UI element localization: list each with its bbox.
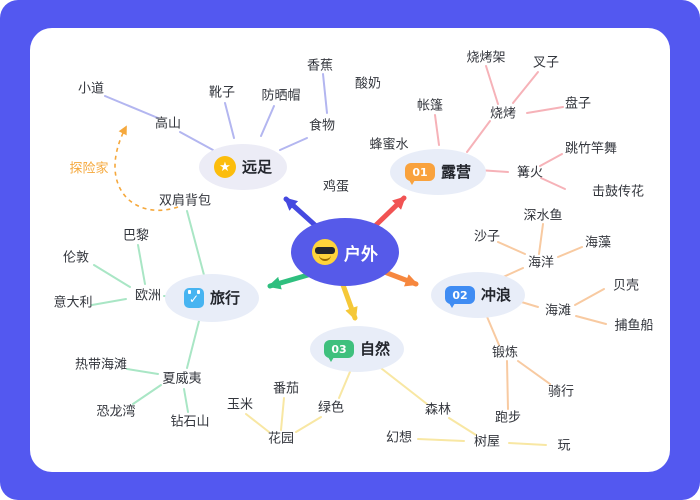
node-sand[interactable]: 沙子 <box>473 229 501 245</box>
arrow-to-camping <box>373 195 407 228</box>
arrow-to-hiking <box>283 196 319 229</box>
badge-01: 01 <box>404 163 435 185</box>
topic-node-hiking[interactable]: 远足 <box>199 144 287 190</box>
node-bbq[interactable]: 烧烤 <box>489 106 517 122</box>
node-food[interactable]: 食物 <box>308 118 336 134</box>
topic-label-camping: 露营 <box>440 162 471 181</box>
node-exercise[interactable]: 锻炼 <box>491 345 519 361</box>
relationship-label-explorer[interactable]: 探险家 <box>69 161 109 177</box>
surfing-branch-lines <box>484 223 607 410</box>
node-tomato[interactable]: 番茄 <box>272 381 300 397</box>
node-paris[interactable]: 巴黎 <box>122 228 150 244</box>
star-icon <box>213 156 236 178</box>
node-egg[interactable]: 鸡蛋 <box>322 179 350 195</box>
node-seaweed[interactable]: 海藻 <box>584 235 612 251</box>
arrow-to-surfing <box>379 268 419 287</box>
node-cycling[interactable]: 骑行 <box>547 384 575 400</box>
sunglasses-emoji-icon <box>312 239 338 265</box>
badge-03: 03 <box>323 340 354 362</box>
node-mountain[interactable]: 高山 <box>154 116 182 132</box>
root-label: 户外 <box>344 244 378 265</box>
hiking-branch-lines <box>104 73 328 151</box>
node-sunhat[interactable]: 防晒帽 <box>261 88 301 104</box>
node-london[interactable]: 伦敦 <box>62 250 90 266</box>
node-treehouse[interactable]: 树屋 <box>473 434 501 450</box>
node-bamboo-dance[interactable]: 跳竹竿舞 <box>564 141 618 157</box>
topic-node-nature[interactable]: 03 自然 <box>310 326 404 372</box>
node-fork[interactable]: 叉子 <box>532 55 560 71</box>
calendar-check-icon <box>183 288 204 308</box>
node-hawaii[interactable]: 夏威夷 <box>162 371 202 387</box>
root-arrows <box>267 195 419 321</box>
mindmap-links <box>91 65 607 446</box>
node-deep-sea-fish[interactable]: 深水鱼 <box>523 208 563 224</box>
node-boots[interactable]: 靴子 <box>208 85 236 101</box>
topic-label-surfing: 冲浪 <box>480 285 511 304</box>
node-beach[interactable]: 海滩 <box>544 303 572 319</box>
mindmap-canvas[interactable]: 小道 高山 靴子 防晒帽 香蕉 食物 探险家 酸奶 蜂蜜水 鸡蛋 帐篷 烧烤架 … <box>30 28 670 472</box>
topic-label-hiking: 远足 <box>241 157 272 176</box>
relationship-curve[interactable] <box>114 125 179 212</box>
node-trail[interactable]: 小道 <box>77 81 105 97</box>
node-italy[interactable]: 意大利 <box>53 295 93 311</box>
node-forest[interactable]: 森林 <box>424 402 452 418</box>
travel-branch-lines <box>91 210 205 413</box>
node-ocean[interactable]: 海洋 <box>527 255 555 271</box>
node-running[interactable]: 跑步 <box>494 410 522 426</box>
node-yogurt[interactable]: 酸奶 <box>354 76 382 92</box>
badge-02: 02 <box>444 286 475 308</box>
node-diamond-head[interactable]: 钻石山 <box>170 414 210 430</box>
node-fantasy[interactable]: 幻想 <box>385 430 413 446</box>
topic-node-surfing[interactable]: 02 冲浪 <box>431 272 525 318</box>
node-honey-water[interactable]: 蜂蜜水 <box>369 137 409 153</box>
node-green[interactable]: 绿色 <box>317 400 345 416</box>
node-drum-game[interactable]: 击鼓传花 <box>591 184 645 200</box>
topic-label-travel: 旅行 <box>209 288 240 307</box>
node-banana[interactable]: 香蕉 <box>306 58 334 74</box>
node-play[interactable]: 玩 <box>557 438 571 454</box>
node-tropical-beach[interactable]: 热带海滩 <box>74 357 128 373</box>
node-shell[interactable]: 贝壳 <box>612 278 640 294</box>
node-garden[interactable]: 花园 <box>267 431 295 447</box>
camping-branch-lines <box>434 65 566 190</box>
topic-node-camping[interactable]: 01 露营 <box>390 149 486 195</box>
nature-branch-lines <box>245 364 547 446</box>
arrow-to-travel <box>267 272 311 290</box>
node-plate[interactable]: 盘子 <box>564 96 592 112</box>
node-hanauma-bay[interactable]: 恐龙湾 <box>96 404 136 420</box>
arrow-to-nature <box>340 282 358 321</box>
node-bbq-rack[interactable]: 烧烤架 <box>466 50 506 66</box>
topic-node-travel[interactable]: 旅行 <box>165 274 259 322</box>
node-europe[interactable]: 欧洲 <box>134 288 162 304</box>
node-bonfire[interactable]: 篝火 <box>516 165 544 181</box>
node-backpack[interactable]: 双肩背包 <box>158 193 212 209</box>
root-node-outdoor[interactable]: 户外 <box>291 218 399 286</box>
node-fishing-boat[interactable]: 捕鱼船 <box>614 318 654 334</box>
node-corn[interactable]: 玉米 <box>226 397 254 413</box>
node-tent[interactable]: 帐篷 <box>416 98 444 114</box>
topic-label-nature: 自然 <box>359 339 390 358</box>
